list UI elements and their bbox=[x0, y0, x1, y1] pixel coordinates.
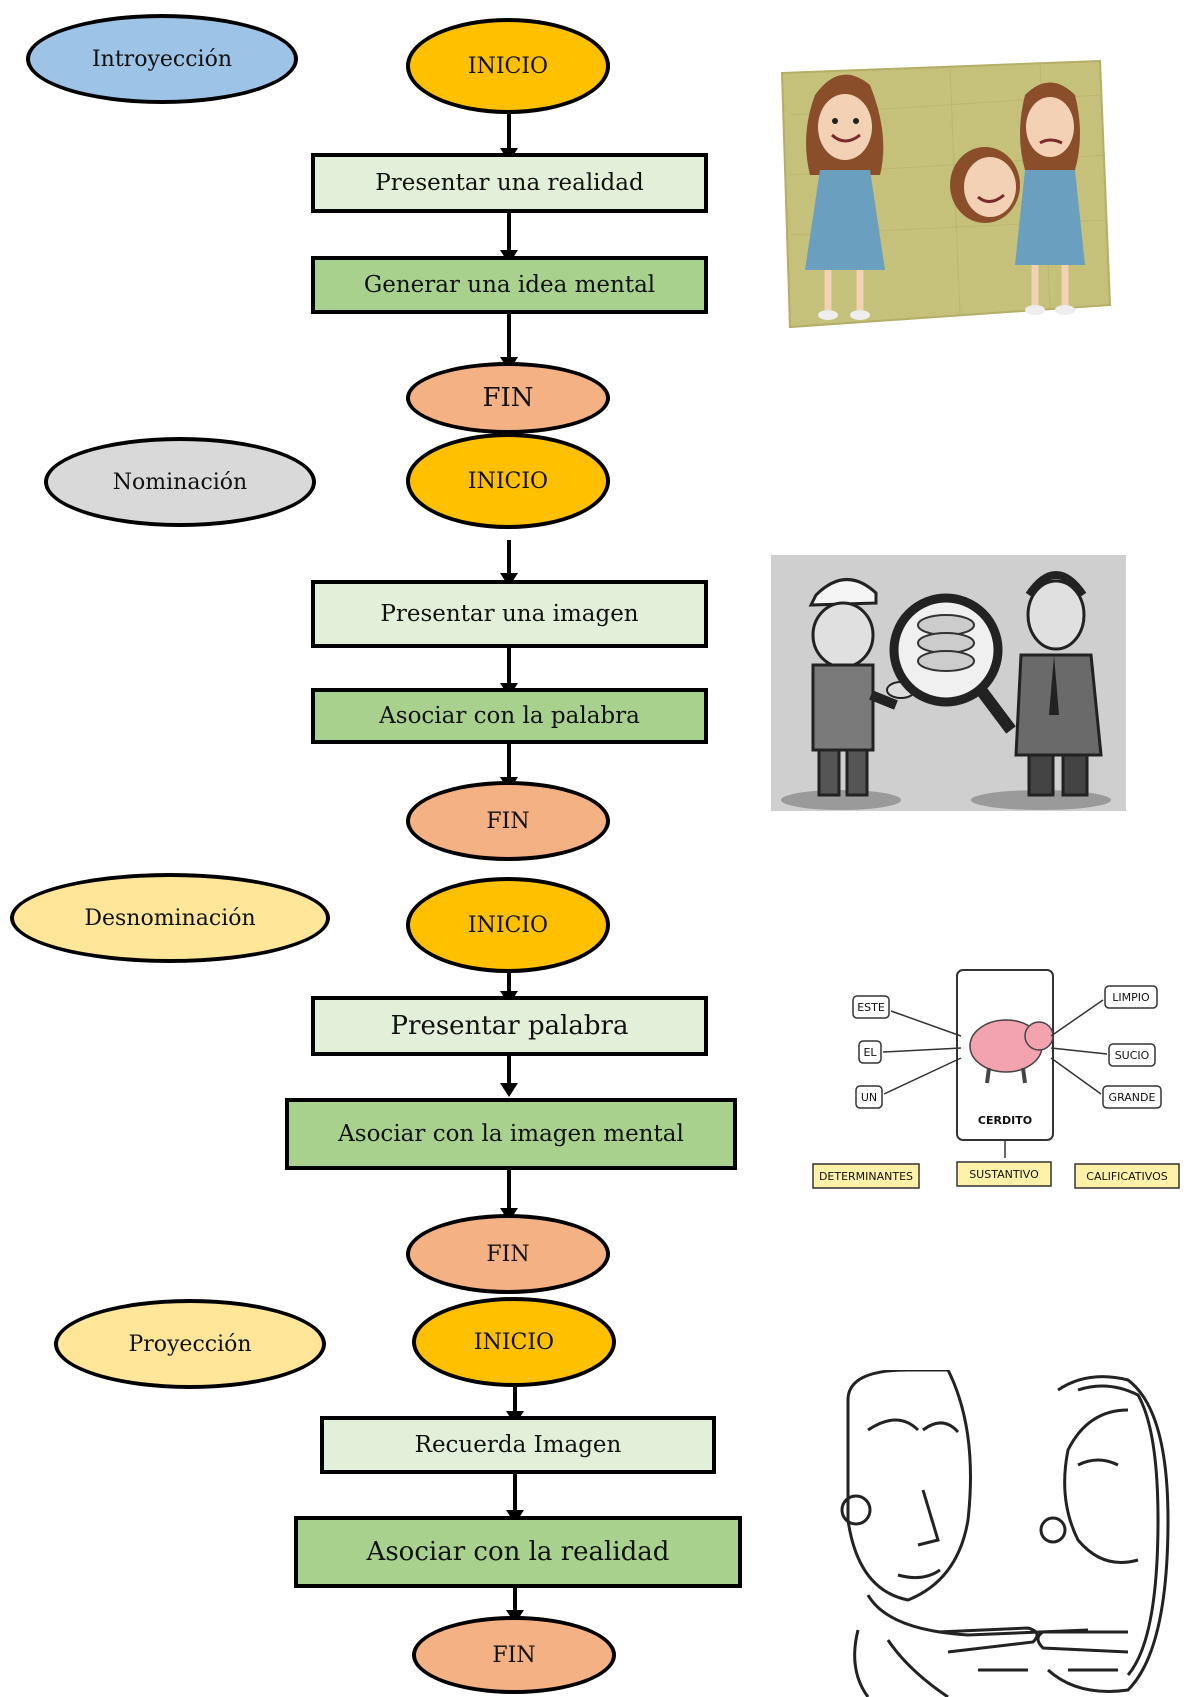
arrow bbox=[500, 648, 518, 697]
pig-map-category-qualifiers: CALIFICATIVOS bbox=[1086, 1170, 1167, 1183]
end-node-2: FIN bbox=[406, 781, 610, 861]
section-label-introyeccion: Introyección bbox=[26, 14, 298, 104]
start-node-3: INICIO bbox=[406, 877, 610, 973]
step-present-reality: Presentar una realidad bbox=[311, 153, 708, 213]
pig-map-qualifier: LIMPIO bbox=[1112, 991, 1150, 1004]
section-label-nominacion: Nominación bbox=[44, 437, 316, 527]
pig-map-category-determiners: DETERMINANTES bbox=[819, 1170, 913, 1183]
pig-map-qualifier: SUCIO bbox=[1115, 1049, 1150, 1062]
pig-map-determiner: EL bbox=[863, 1046, 877, 1059]
end-node-4: FIN bbox=[412, 1616, 616, 1694]
step-recall-image: Recuerda Imagen bbox=[320, 1416, 716, 1474]
start-node-2: INICIO bbox=[406, 433, 610, 529]
pig-map-noun: CERDITO bbox=[978, 1114, 1032, 1127]
arrow bbox=[500, 1170, 518, 1222]
arrow bbox=[500, 314, 518, 371]
start-node-4: INICIO bbox=[412, 1297, 616, 1387]
arrow bbox=[500, 114, 518, 162]
end-node-3: FIN bbox=[406, 1214, 610, 1294]
arrow bbox=[500, 540, 518, 587]
magnifying-glass-coins-cartoon bbox=[771, 555, 1126, 811]
start-node-1: INICIO bbox=[406, 18, 610, 114]
section-label-proyeccion: Proyección bbox=[54, 1299, 326, 1389]
pig-map-determiner: ESTE bbox=[857, 1001, 885, 1014]
step-associate-reality: Asociar con la realidad bbox=[294, 1516, 742, 1588]
step-present-word: Presentar palabra bbox=[311, 996, 708, 1056]
arrow bbox=[506, 1588, 524, 1624]
arrow bbox=[500, 1056, 518, 1097]
pig-map-qualifier: GRANDE bbox=[1109, 1091, 1156, 1104]
step-present-image: Presentar una imagen bbox=[311, 580, 708, 648]
arrow bbox=[500, 213, 518, 264]
two-girls-illustration bbox=[780, 59, 1112, 329]
step-associate-mental-image: Asociar con la imagen mental bbox=[285, 1098, 737, 1170]
pig-map-category-noun: SUSTANTIVO bbox=[969, 1168, 1039, 1181]
arrow bbox=[506, 1387, 524, 1425]
section-label-desnominacion: Desnominación bbox=[10, 873, 330, 963]
arrow bbox=[506, 1474, 524, 1524]
mirror-cartoon bbox=[828, 1370, 1184, 1697]
pig-map-determiner: UN bbox=[861, 1091, 877, 1104]
step-generate-mental-idea: Generar una idea mental bbox=[311, 256, 708, 314]
arrow bbox=[500, 744, 518, 791]
step-associate-word: Asociar con la palabra bbox=[311, 688, 708, 744]
end-node-1: FIN bbox=[406, 362, 610, 434]
pig-word-map: CERDITO ESTE EL UN LIMPIO SUCIO GRANDE D… bbox=[811, 968, 1183, 1208]
arrow bbox=[500, 973, 518, 1005]
